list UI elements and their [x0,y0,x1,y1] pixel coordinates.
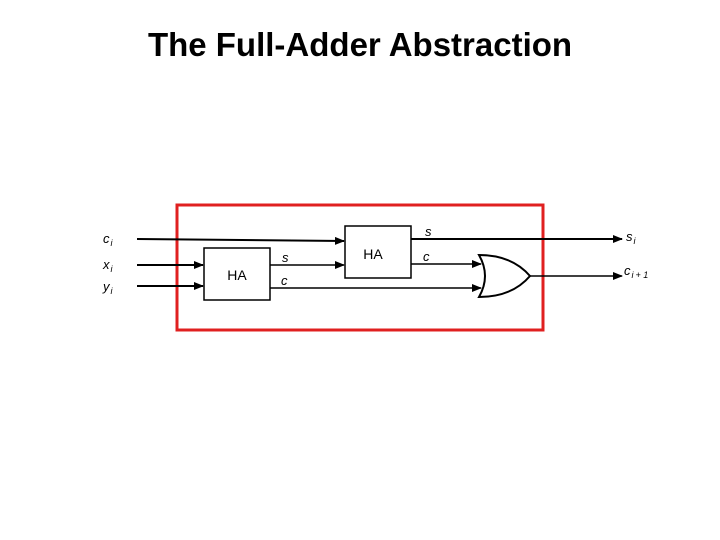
input-label-ci: ci [103,231,114,248]
wire-ci [136,236,345,245]
half-adder-2-label: HA [363,246,383,262]
half-adder-2-c-label: c [423,249,430,264]
half-adder-1-label: HA [227,267,247,283]
input-label-yi: yi [102,279,114,296]
or-gate-icon [477,253,532,299]
half-adder-1 [203,247,271,301]
input-label-xi: xi [102,257,114,274]
half-adder-2 [344,225,412,279]
half-adder-2-s-label: s [425,224,432,239]
output-label-ci1: ci+ 1 [624,263,648,280]
output-label-si: si [626,229,637,246]
full-adder-frame [175,203,545,332]
half-adder-1-c-label: c [281,273,288,288]
half-adder-1-s-label: s [282,250,289,265]
page-title: The Full-Adder Abstraction [147,26,573,63]
